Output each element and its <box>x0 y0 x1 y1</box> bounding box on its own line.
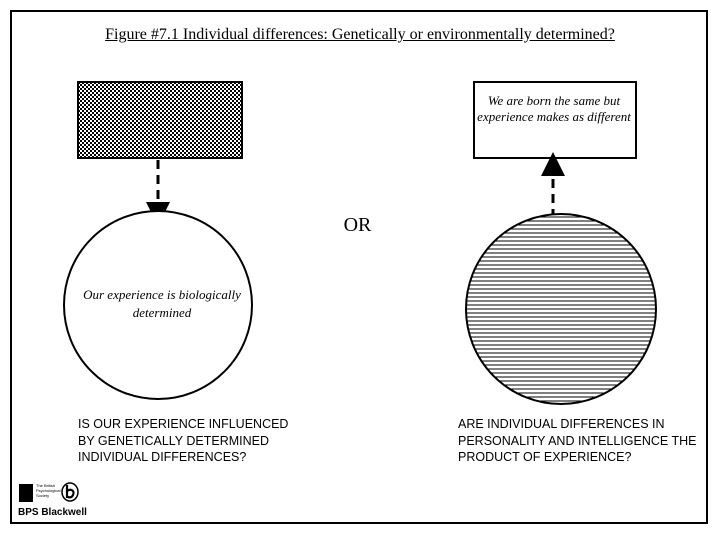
logo-brand-text: BPS Blackwell <box>18 507 87 518</box>
experience-box <box>473 81 637 159</box>
left-circle-text: Our experience is biologically determine… <box>82 286 242 322</box>
right-circle <box>465 213 657 405</box>
question-left: IS OUR EXPERIENCE INFLUENCED BY GENETICA… <box>78 417 289 464</box>
question-right: ARE INDIVIDUAL DIFFERENCES IN PERSONALIT… <box>458 417 697 464</box>
figure-title: Figure #7.1 Individual differences: Gene… <box>105 26 615 43</box>
publisher-logo: The British Psychological Society BPS Bl… <box>17 482 87 520</box>
or-label: OR <box>343 214 372 236</box>
bps-crest-icon <box>19 484 33 502</box>
experience-box-text: We are born the same but experience make… <box>477 93 631 124</box>
genetic-box <box>77 81 243 159</box>
logo-small-text: The British Psychological Society <box>36 483 61 498</box>
blackwell-b-icon <box>61 482 79 502</box>
